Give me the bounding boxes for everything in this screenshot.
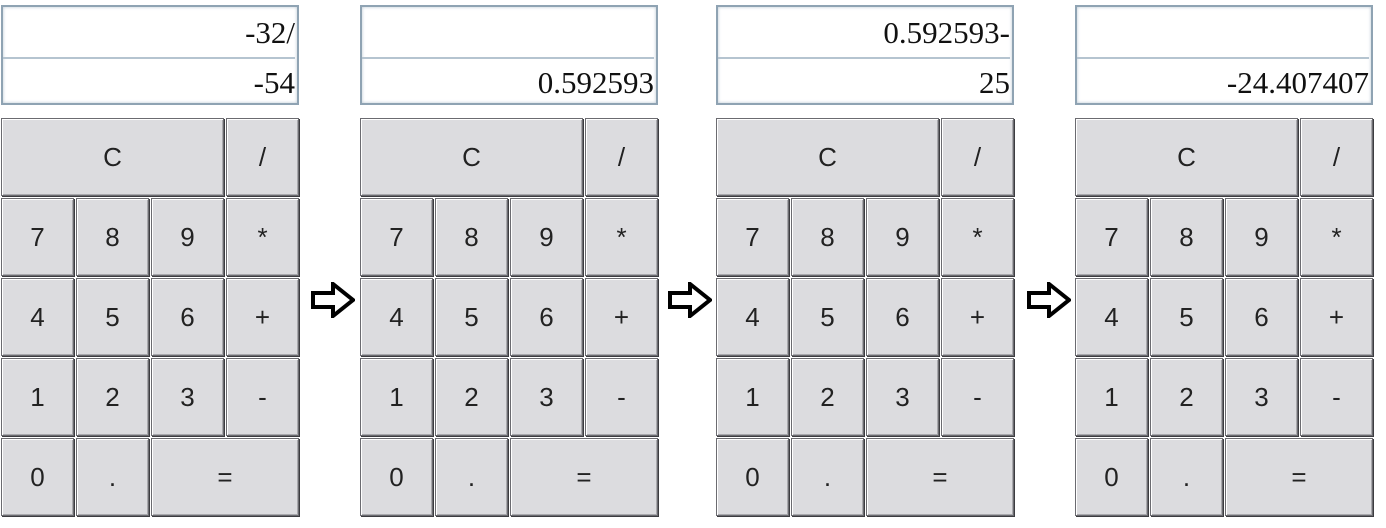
digit-6-button[interactable]: 6	[151, 278, 224, 356]
digit-4-button[interactable]: 4	[360, 278, 433, 356]
calculator-display: 0.592593	[360, 5, 658, 105]
digit-1-button[interactable]: 1	[1075, 358, 1148, 436]
equals-button[interactable]: =	[1225, 438, 1373, 516]
multiply-button[interactable]: *	[585, 198, 658, 276]
digit-7-button[interactable]: 7	[1075, 198, 1148, 276]
digit-2-button[interactable]: 2	[1150, 358, 1223, 436]
decimal-point-button[interactable]: .	[1150, 438, 1223, 516]
digit-5-button[interactable]: 5	[76, 278, 149, 356]
digit-5-button[interactable]: 5	[791, 278, 864, 356]
digit-8-button[interactable]: 8	[76, 198, 149, 276]
digit-9-button[interactable]: 9	[151, 198, 224, 276]
digit-6-button[interactable]: 6	[866, 278, 939, 356]
digit-0-button[interactable]: 0	[716, 438, 789, 516]
divide-button[interactable]: /	[941, 118, 1014, 196]
digit-6-button[interactable]: 6	[510, 278, 583, 356]
display-result-line: 0.592593	[537, 65, 654, 100]
minus-button[interactable]: -	[941, 358, 1014, 436]
divide-button[interactable]: /	[226, 118, 299, 196]
display-expression-line	[362, 9, 654, 59]
digit-1-button[interactable]: 1	[360, 358, 433, 436]
digit-8-button[interactable]: 8	[435, 198, 508, 276]
display-expression-line: 0.592593-	[718, 9, 1010, 59]
clear-button[interactable]: C	[716, 118, 939, 196]
digit-3-button[interactable]: 3	[510, 358, 583, 436]
digit-9-button[interactable]: 9	[510, 198, 583, 276]
plus-button[interactable]: +	[1300, 278, 1373, 356]
digit-8-button[interactable]: 8	[791, 198, 864, 276]
decimal-point-button[interactable]: .	[76, 438, 149, 516]
digit-4-button[interactable]: 4	[1, 278, 74, 356]
equals-button[interactable]: =	[866, 438, 1014, 516]
digit-1-button[interactable]: 1	[716, 358, 789, 436]
clear-button[interactable]: C	[1075, 118, 1298, 196]
multiply-button[interactable]: *	[1300, 198, 1373, 276]
plus-button[interactable]: +	[226, 278, 299, 356]
digit-7-button[interactable]: 7	[716, 198, 789, 276]
minus-button[interactable]: -	[1300, 358, 1373, 436]
digit-2-button[interactable]: 2	[76, 358, 149, 436]
right-arrow-icon	[1027, 279, 1073, 321]
calculator-display: 0.592593- 25	[716, 5, 1014, 105]
display-result-line: -54	[253, 65, 295, 100]
clear-button[interactable]: C	[1, 118, 224, 196]
decimal-point-button[interactable]: .	[791, 438, 864, 516]
digit-4-button[interactable]: 4	[1075, 278, 1148, 356]
digit-0-button[interactable]: 0	[1075, 438, 1148, 516]
digit-8-button[interactable]: 8	[1150, 198, 1223, 276]
digit-3-button[interactable]: 3	[1225, 358, 1298, 436]
digit-7-button[interactable]: 7	[360, 198, 433, 276]
display-result-line: 25	[979, 65, 1010, 100]
right-arrow-icon	[311, 279, 357, 321]
divide-button[interactable]: /	[1300, 118, 1373, 196]
display-expression-line	[1077, 9, 1369, 59]
equals-button[interactable]: =	[151, 438, 299, 516]
multiply-button[interactable]: *	[226, 198, 299, 276]
digit-0-button[interactable]: 0	[360, 438, 433, 516]
digit-7-button[interactable]: 7	[1, 198, 74, 276]
clear-button[interactable]: C	[360, 118, 583, 196]
minus-button[interactable]: -	[585, 358, 658, 436]
minus-button[interactable]: -	[226, 358, 299, 436]
display-result-line: -24.407407	[1226, 65, 1369, 100]
divide-button[interactable]: /	[585, 118, 658, 196]
multiply-button[interactable]: *	[941, 198, 1014, 276]
equals-button[interactable]: =	[510, 438, 658, 516]
digit-9-button[interactable]: 9	[866, 198, 939, 276]
calculator-display: -24.407407	[1075, 5, 1373, 105]
plus-button[interactable]: +	[941, 278, 1014, 356]
digit-4-button[interactable]: 4	[716, 278, 789, 356]
decimal-point-button[interactable]: .	[435, 438, 508, 516]
calculator-display: -32/ -54	[1, 5, 299, 105]
digit-2-button[interactable]: 2	[791, 358, 864, 436]
digit-5-button[interactable]: 5	[1150, 278, 1223, 356]
digit-6-button[interactable]: 6	[1225, 278, 1298, 356]
digit-5-button[interactable]: 5	[435, 278, 508, 356]
right-arrow-icon	[668, 279, 714, 321]
display-expression-line: -32/	[3, 9, 295, 59]
digit-0-button[interactable]: 0	[1, 438, 74, 516]
digit-3-button[interactable]: 3	[151, 358, 224, 436]
digit-3-button[interactable]: 3	[866, 358, 939, 436]
digit-9-button[interactable]: 9	[1225, 198, 1298, 276]
digit-2-button[interactable]: 2	[435, 358, 508, 436]
plus-button[interactable]: +	[585, 278, 658, 356]
digit-1-button[interactable]: 1	[1, 358, 74, 436]
